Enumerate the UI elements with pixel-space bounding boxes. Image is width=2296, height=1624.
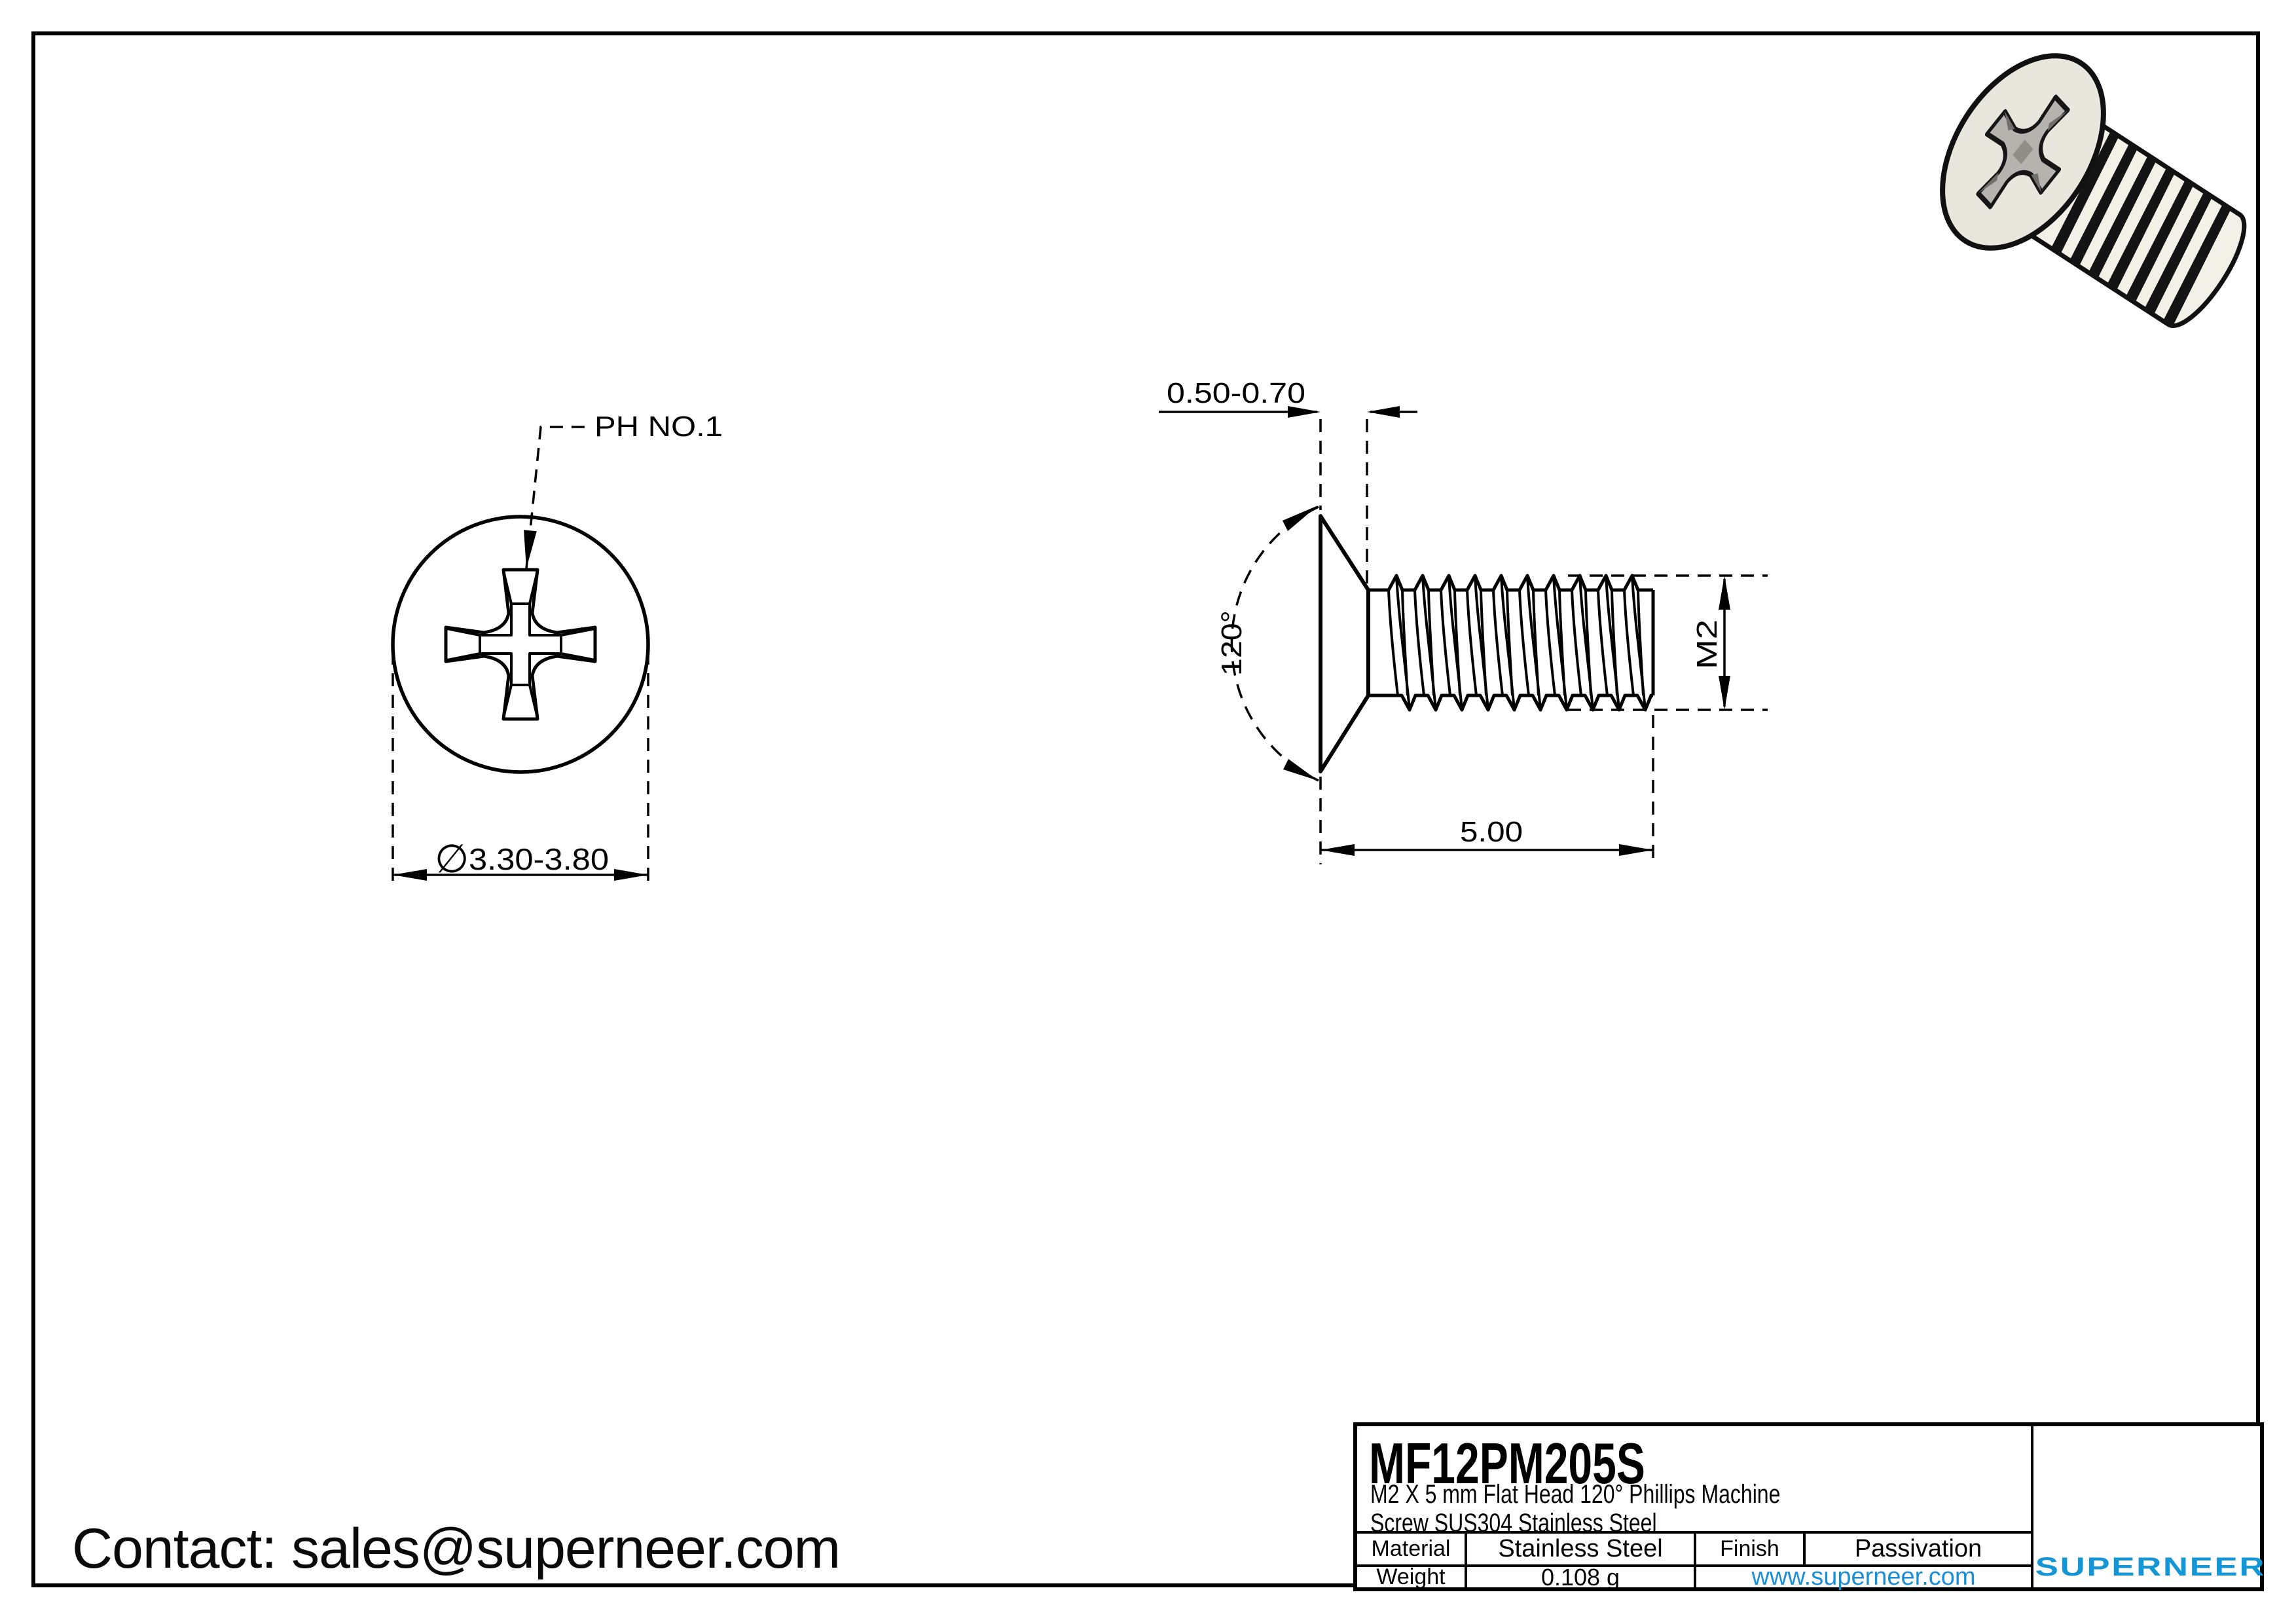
arrow-right-icon (1288, 406, 1321, 418)
website-link[interactable]: www.superneer.com (1751, 1563, 1976, 1591)
screw-3d-thread-band (2125, 179, 2194, 303)
arrow-left-icon (1367, 406, 1400, 418)
head-height-extension-lines (1319, 419, 1368, 585)
thread-flank-lines (1387, 575, 1647, 710)
material-value: Stainless Steel (1498, 1535, 1663, 1562)
contact-line: Contact: sales@superneer.com (72, 1517, 841, 1580)
diameter-symbol: ∅ (435, 837, 469, 881)
arrow-up-right-icon (1283, 506, 1318, 531)
weight-value: 0.108 g (1540, 1563, 1620, 1591)
divider (1465, 1531, 1467, 1587)
sheet-border (31, 31, 2260, 1587)
brand-wordmark: SUPERNEER (2035, 1553, 2267, 1581)
arrow-right-icon (614, 869, 648, 881)
weight-label: Weight (1376, 1564, 1446, 1589)
side-view: 0.50-0.70 120° M2 5.00 (1159, 377, 1768, 864)
arrow-up-icon (1719, 576, 1730, 610)
part-number: MF12PM205S (1369, 1431, 1645, 1496)
divider (2031, 1426, 2033, 1587)
screw-3d-thread-band (2069, 143, 2138, 267)
front-view: ∅ 3.30-3.80 PH NO.1 (391, 411, 723, 885)
finish-value: Passivation (1854, 1535, 1982, 1562)
screw-3d-view (1940, 53, 2247, 328)
screw-head-profile (1319, 514, 1370, 773)
description-line2: Screw SUS304 Stainless Steel (1370, 1509, 1657, 1538)
screw-3d-thread-band (2088, 155, 2157, 279)
divider (1803, 1531, 1806, 1567)
material-label: Material (1371, 1536, 1451, 1561)
description-line1: M2 X 5 mm Flat Head 120° Phillips Machin… (1370, 1480, 1781, 1509)
arrow-down-icon (1719, 676, 1730, 710)
screw-3d-thread-bands (2050, 130, 2231, 327)
thread-top-edge (1368, 574, 1653, 592)
angle-arc (1230, 506, 1319, 782)
screw-3d-thread-band (2144, 191, 2213, 315)
recess-label-text: PH NO.1 (594, 411, 723, 443)
length-text: 5.00 (1460, 816, 1523, 848)
diameter-extension-lines (392, 652, 649, 885)
angle-text: 120° (1216, 610, 1248, 676)
finish-label: Finish (1720, 1536, 1779, 1561)
phillips-recess-tapers (446, 570, 596, 718)
screw-3d-thread-band (2107, 167, 2176, 291)
head-height-text: 0.50-0.70 (1167, 377, 1305, 409)
title-block: MF12PM205S M2 X 5 mm Flat Head 120° Phil… (1353, 1422, 2265, 1591)
head-outline-circle (391, 515, 650, 774)
screw-3d-thread-band (2050, 130, 2119, 255)
phillips-recess-inner (479, 602, 562, 686)
thread-size-extension-lines (1568, 574, 1768, 711)
diameter-dimension-text: 3.30-3.80 (469, 842, 609, 876)
thread-bottom-edge (1368, 693, 1653, 712)
ph-leader-arrowhead (524, 530, 537, 568)
divider (1694, 1531, 1696, 1587)
arrow-left-icon (1321, 844, 1355, 856)
screw-3d-thread-band (2162, 203, 2231, 327)
ph-leader-line (525, 426, 591, 569)
arrow-down-right-icon (1283, 759, 1318, 781)
thread-size-text: M2 (1691, 619, 1723, 669)
arrow-right-icon (1619, 844, 1653, 856)
arrow-left-icon (393, 869, 427, 881)
phillips-recess-outline (444, 568, 597, 721)
screw-3d-recess (1976, 94, 2070, 210)
